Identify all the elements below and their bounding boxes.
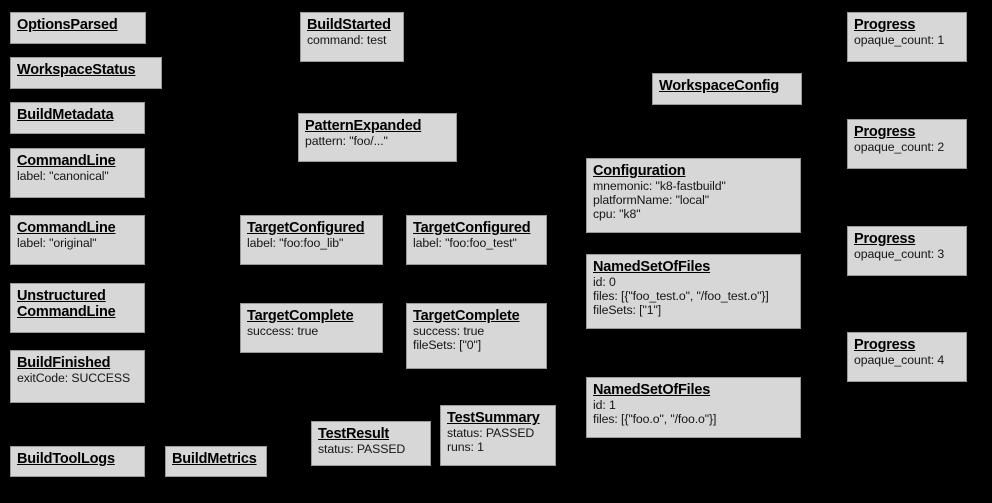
node-title: CommandLine [17,153,116,169]
node-attribute-line: status: PASSED [447,426,535,441]
node-title: NamedSetOfFiles [593,259,711,275]
node-title: TargetConfigured [413,220,531,236]
node-attributes: opaque_count: 4 [854,353,960,368]
node-attributes: exitCode: SUCCESS [17,371,138,386]
node-title: TargetComplete [413,308,520,324]
node-attribute-line: opaque_count: 1 [854,33,945,48]
node-workspace-status[interactable]: WorkspaceStatus [10,57,162,89]
node-title: Progress [854,337,916,353]
node-title: CommandLine [17,220,116,236]
node-attribute-line: cpu: "k8" [593,206,641,221]
node-title: OptionsParsed [17,17,118,33]
node-attribute-line: success: true [413,324,485,339]
node-title: BuildMetadata [17,107,114,123]
node-title: PatternExpanded [305,118,422,134]
node-build-metadata[interactable]: BuildMetadata [10,102,145,134]
node-attributes: label: "foo:foo_test" [413,236,540,251]
node-attributes: label: "canonical" [17,169,138,184]
node-attributes: status: PASSED [318,442,424,457]
node-title: NamedSetOfFiles [593,382,711,398]
node-attributes: opaque_count: 2 [854,140,960,155]
node-attributes: opaque_count: 1 [854,33,960,48]
node-options-parsed[interactable]: OptionsParsed [10,12,146,44]
node-title: WorkspaceStatus [17,62,136,78]
node-title: TargetComplete [247,308,354,324]
node-attribute-line: exitCode: SUCCESS [17,371,131,386]
node-attribute-line: fileSets: ["0"] [413,338,482,352]
node-title: Progress [854,124,916,140]
node-title: BuildToolLogs [17,451,115,467]
node-title: TestSummary [447,410,540,426]
node-attribute-line: pattern: "foo/..." [305,134,388,149]
node-title: Progress [854,231,916,247]
node-title: TestResult [318,426,390,442]
node-attribute-line: success: true [247,324,319,339]
node-title: BuildMetrics [172,451,257,467]
node-attributes: label: "foo:foo_lib" [247,236,376,251]
node-attribute-line: platformName: "local" [593,193,709,207]
node-title: Unstructured CommandLine [17,288,116,321]
node-title: WorkspaceConfig [659,78,780,94]
node-title: Configuration [593,163,686,179]
node-title: Progress [854,17,916,33]
node-workspace-config[interactable]: WorkspaceConfig [652,73,802,105]
node-title: BuildStarted [307,17,391,33]
node-attribute-line: opaque_count: 3 [854,247,945,262]
node-attribute-line: runs: 1 [447,440,484,454]
node-title: BuildFinished [17,355,111,371]
node-attributes: success: true [247,324,376,339]
node-attribute-line: opaque_count: 4 [854,353,945,368]
node-title: TargetConfigured [247,220,365,236]
node-attribute-line: label: "original" [17,236,97,251]
node-attribute-line: mnemonic: "k8-fastbuild" [593,179,726,194]
node-attributes: pattern: "foo/..." [305,134,450,149]
node-attribute-line: label: "foo:foo_test" [413,236,517,251]
node-build-tool-logs[interactable]: BuildToolLogs [10,446,145,477]
node-attributes: label: "original" [17,236,138,251]
node-attributes: command: test [307,33,397,48]
node-attribute-line: fileSets: ["1"] [593,302,662,317]
node-attributes: mnemonic: "k8-fastbuild"platformName: "l… [593,179,794,221]
node-attribute-line: opaque_count: 2 [854,140,945,155]
node-unstructured-command-line[interactable]: Unstructured CommandLine [10,283,145,333]
node-attribute-line: command: test [307,33,387,48]
node-attribute-line: files: [{"foo.o", "/foo.o"}] [593,412,717,426]
node-build-metrics[interactable]: BuildMetrics [165,446,267,477]
node-attribute-line: id: 1 [593,398,616,413]
node-attribute-line: files: [{"foo_test.o", "/foo_test.o"}] [593,289,769,303]
node-attribute-line: label: "canonical" [17,169,109,184]
node-attribute-line: id: 0 [593,275,616,290]
node-attributes: opaque_count: 3 [854,247,960,262]
node-attribute-line: label: "foo:foo_lib" [247,236,344,251]
node-attribute-line: status: PASSED [318,442,406,457]
